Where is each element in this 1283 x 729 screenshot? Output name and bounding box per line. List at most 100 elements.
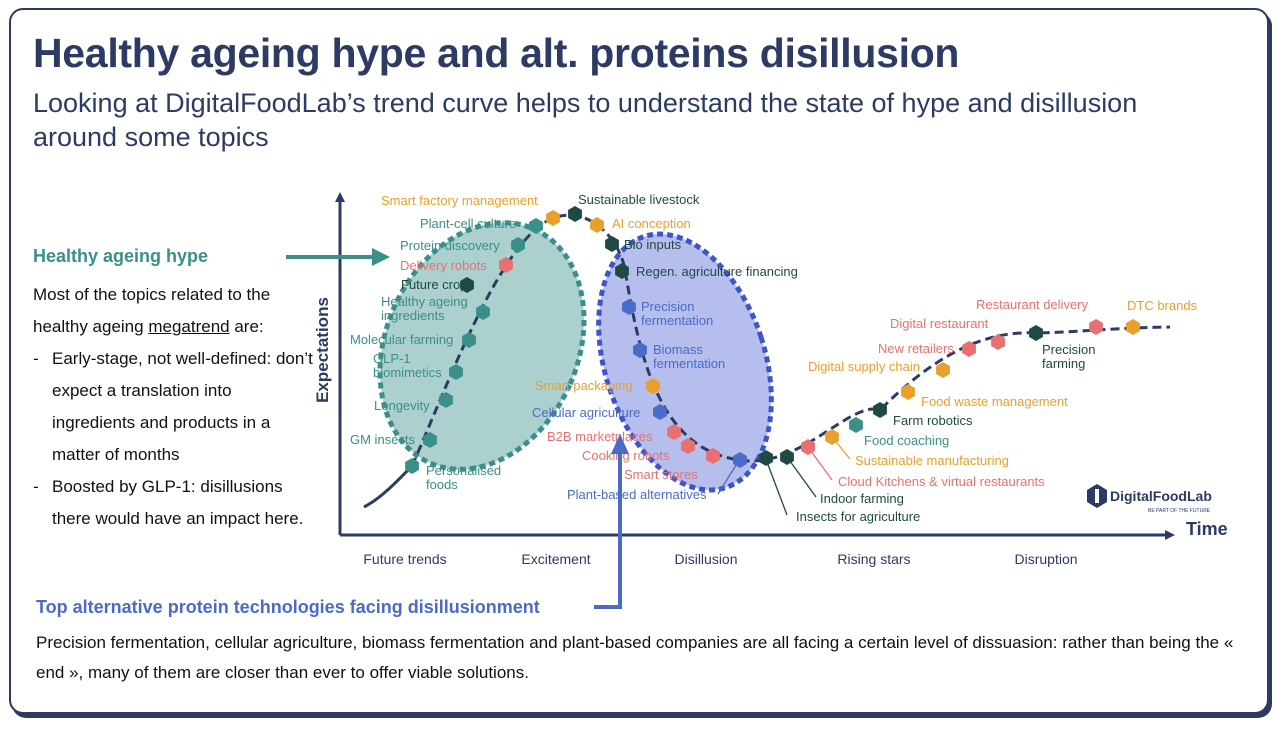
trend-label-molecular-farming: Molecular farming xyxy=(350,332,453,347)
trend-marker-delivery-robots xyxy=(499,257,513,273)
trend-marker-longevity xyxy=(439,392,453,408)
trend-label-ai-conception: AI conception xyxy=(612,216,691,231)
leader-line-plant-based xyxy=(717,461,739,495)
trend-marker-gm-insects xyxy=(423,432,437,448)
trend-label-insects-for-agriculture: Insects for agriculture xyxy=(796,509,920,524)
trend-marker-b2b-marketplaces xyxy=(667,424,681,440)
trend-label-digital-supply-chain: Digital supply chain xyxy=(808,359,920,374)
phase-disillusion: Disillusion xyxy=(674,551,737,567)
slide-card xyxy=(9,8,1269,714)
trend-marker-precision-farming xyxy=(1029,325,1043,341)
trend-marker-food-coaching xyxy=(849,417,863,433)
trend-marker-precision-fermentation xyxy=(622,299,636,315)
trend-marker-personalised-foods xyxy=(405,458,419,474)
trend-marker-new-retailers xyxy=(962,341,976,357)
trend-marker-dtc-brands xyxy=(1126,319,1140,335)
trend-marker-protein-discovery xyxy=(511,237,525,253)
trend-label-regen-agriculture-financing: Regen. agriculture financing xyxy=(636,264,798,279)
trend-marker-cooking-robots xyxy=(681,438,695,454)
trend-marker-healthy-ageing-ingredients xyxy=(476,304,490,320)
trend-marker-smart-factory-management xyxy=(546,210,560,226)
blue-arrowhead-icon xyxy=(611,434,629,454)
trend-marker-food-waste-management xyxy=(901,384,915,400)
trend-label-new-retailers: New retailers xyxy=(878,341,954,356)
trend-label-food-coaching: Food coaching xyxy=(864,433,949,448)
logo-name: DigitalFoodLab xyxy=(1110,488,1212,504)
x-axis-label: Time xyxy=(1186,519,1228,539)
leader-line-cloud-kitchens xyxy=(807,446,833,481)
healthy-ageing-heading: Healthy ageing hype xyxy=(33,246,209,266)
trend-label-cellular-agriculture: Cellular agriculture xyxy=(532,405,640,420)
trend-marker-digital-restaurant xyxy=(991,334,1005,350)
trend-label-b2b-marketplaces: B2B marketplaces xyxy=(547,429,653,444)
trend-marker-restaurant-delivery xyxy=(1089,319,1103,335)
alt-proteins-ellipse xyxy=(596,231,774,493)
trend-curve-tail xyxy=(363,464,414,509)
trend-marker-bio-inputs xyxy=(605,236,619,252)
trend-marker-glp-1-biomimetics xyxy=(449,364,463,380)
trend-label-gm-insects: GM insects xyxy=(350,432,416,447)
trend-marker-future-crops xyxy=(460,277,474,293)
healthy-ageing-bullets: -Early-stage, not well-defined: don’t ex… xyxy=(33,343,313,535)
trend-label-cloud-kitchens-virtual-restaurants: Cloud Kitchens & virtual restaurants xyxy=(838,474,1045,489)
trend-label-smart-stores: Smart stores xyxy=(624,467,698,482)
trend-marker-cellular-agriculture xyxy=(653,404,667,420)
trend-marker-biomass-fermentation xyxy=(633,342,647,358)
trend-marker-smart-stores xyxy=(706,448,720,464)
leader-line-sustainable-manufacturing xyxy=(831,436,851,460)
logo-fork-icon xyxy=(1095,489,1099,503)
page-subtitle: Looking at DigitalFoodLab’s trend curve … xyxy=(33,88,1138,152)
leader-line-indoor xyxy=(786,456,817,498)
trend-marker-regen-agriculture-financing xyxy=(615,263,629,279)
page-title: Healthy ageing hype and alt. proteins di… xyxy=(33,30,960,76)
logo-tagline: BE PART OF THE FUTURE xyxy=(1148,508,1211,514)
trend-label-digital-restaurant: Digital restaurant xyxy=(890,316,989,331)
trend-label-indoor-farming: Indoor farming xyxy=(820,491,904,506)
phase-future-trends: Future trends xyxy=(363,551,446,567)
trend-label-food-waste-management: Food waste management xyxy=(921,394,1068,409)
trend-label-delivery-robots: Delivery robots xyxy=(400,258,487,273)
trend-label-sustainable-manufacturing: Sustainable manufacturing xyxy=(855,453,1009,468)
trend-marker-sustainable-livestock xyxy=(568,206,582,222)
alt-proteins-arrow xyxy=(594,434,629,609)
trend-label-restaurant-delivery: Restaurant delivery xyxy=(976,297,1088,312)
trend-label-smart-packaging: Smart packaging xyxy=(535,378,633,393)
trend-label-dtc-brands: DTC brands xyxy=(1127,298,1198,313)
leader-line-insects xyxy=(766,461,788,516)
trend-label-plant-cell-culture: Plant-cell culture xyxy=(420,216,516,231)
trend-marker-digital-supply-chain xyxy=(936,362,950,378)
trend-marker-ai-conception xyxy=(590,217,604,233)
trend-marker-smart-packaging xyxy=(646,378,660,394)
digitalfoodlab-logo: DigitalFoodLab BE PART OF THE FUTURE xyxy=(1087,484,1212,514)
bullet-item: -Early-stage, not well-defined: don’t ex… xyxy=(33,349,313,464)
trend-label-bio-inputs: Bio inputs xyxy=(624,237,682,252)
trend-marker-molecular-farming xyxy=(462,332,476,348)
trend-label-smart-factory-management: Smart factory management xyxy=(381,193,538,208)
phase-excitement: Excitement xyxy=(521,551,590,567)
trend-label-sustainable-livestock: Sustainable livestock xyxy=(578,192,700,207)
trend-label-farm-robotics: Farm robotics xyxy=(893,413,973,428)
healthy-ageing-arrow xyxy=(286,248,390,266)
trend-label-protein-discovery: Protein discovery xyxy=(400,238,500,253)
megatrend-link[interactable]: megatrend xyxy=(148,317,230,336)
healthy-ageing-panel: Healthy ageing hype Most of the topics r… xyxy=(33,246,313,535)
trend-label-cooking-robots: Cooking robots xyxy=(582,448,670,463)
trend-marker-insects-for-agriculture xyxy=(759,450,773,466)
y-axis-label: Expectations xyxy=(313,297,332,403)
teal-arrowhead-icon xyxy=(372,248,390,266)
trend-marker-plant-cell-culture xyxy=(529,218,543,234)
alt-proteins-heading: Top alternative protein technologies fac… xyxy=(36,597,540,617)
trend-marker-farm-robotics xyxy=(873,402,887,418)
phase-disruption: Disruption xyxy=(1014,551,1077,567)
phase-rising-stars: Rising stars xyxy=(837,551,910,567)
trend-label-future-crops: Future crops xyxy=(401,277,474,292)
bullet-item: -Boosted by GLP-1: disillusions there wo… xyxy=(33,477,304,528)
